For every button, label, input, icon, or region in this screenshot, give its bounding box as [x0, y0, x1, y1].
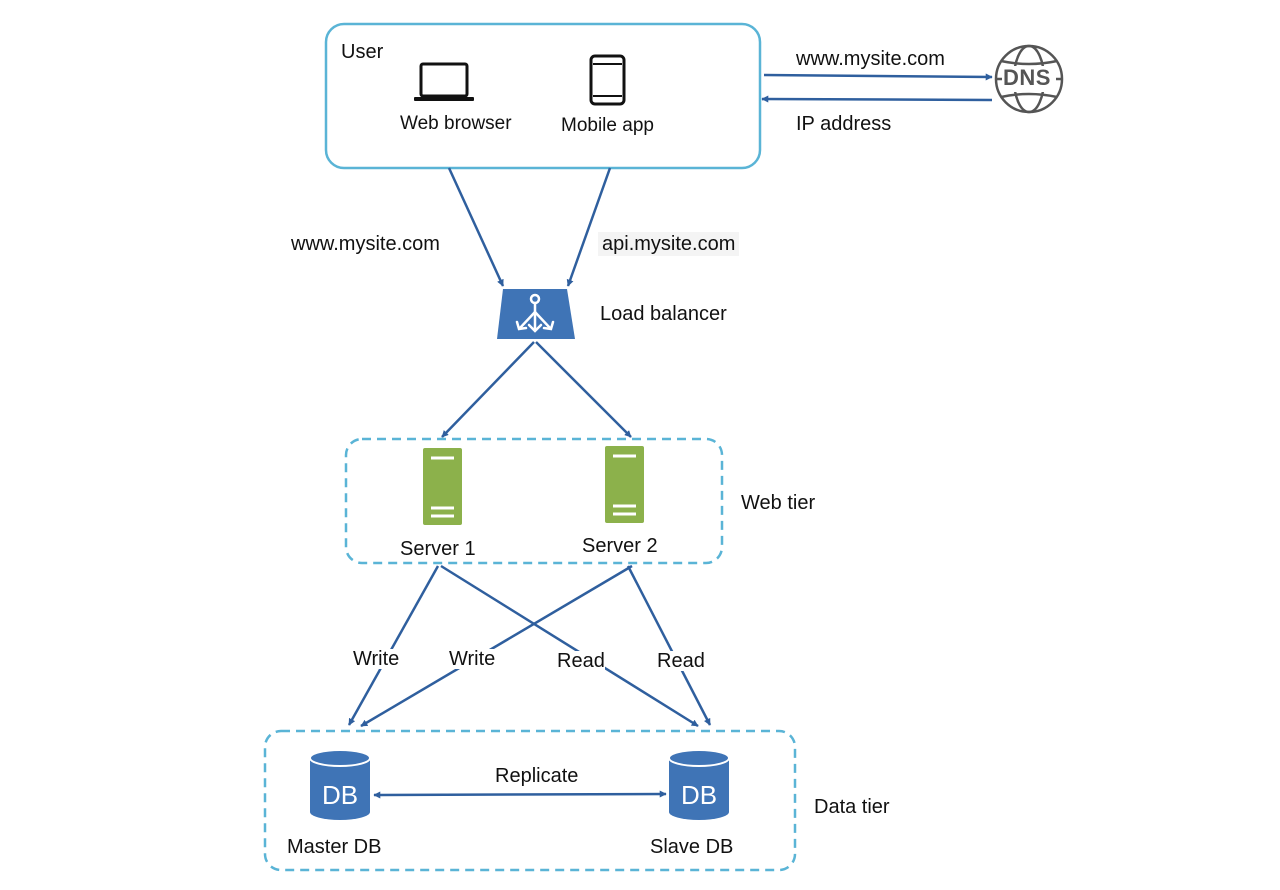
master-db-icon-text: DB: [322, 780, 358, 810]
api-to-lb-arrow: [566, 167, 612, 287]
user-box-title: User: [341, 41, 384, 63]
dns-request-arrow: [763, 73, 993, 81]
server2-write-arrow: [360, 564, 633, 728]
read-label-1: Read: [557, 650, 605, 672]
replicate-arrow: [373, 790, 667, 799]
data-tier-label: Data tier: [814, 796, 890, 818]
web-to-lb-arrow: [447, 167, 505, 287]
server1-write-arrow: [347, 565, 440, 726]
data-tier-box: [263, 729, 797, 872]
server-1-label: Server 1: [400, 538, 476, 560]
web-entry-label: www.mysite.com: [291, 233, 440, 255]
replicate-label: Replicate: [495, 765, 579, 787]
master-db-label: Master DB: [287, 836, 382, 858]
slave-db-icon-text: DB: [681, 780, 717, 810]
server-1-icon: [423, 448, 462, 525]
lb-to-server1-arrow: [441, 341, 535, 438]
dns-response-label: IP address: [796, 113, 892, 135]
write-label-2: Write: [449, 648, 496, 670]
user-box: [324, 22, 762, 170]
dns-request-label: www.mysite.com: [796, 48, 945, 70]
web-tier-label: Web tier: [741, 492, 816, 514]
dns-response-arrow: [761, 95, 993, 103]
api-entry-label: api.mysite.com: [598, 232, 740, 256]
dns-globe-icon: [994, 44, 1064, 114]
slave-db-label: Slave DB: [650, 836, 734, 858]
laptop-icon: [414, 62, 474, 101]
load-balancer-icon: [497, 289, 575, 339]
write-label-1: Write: [353, 648, 400, 670]
master-db-icon: DB: [309, 749, 371, 820]
server2-read-arrow: [626, 565, 712, 726]
mobile-app-label: Mobile app: [561, 115, 654, 136]
web-tier-box: [344, 437, 724, 565]
dns-label: DNS: [1003, 65, 1051, 90]
server-2-label: Server 2: [582, 535, 658, 557]
lb-to-server2-arrow: [535, 341, 632, 438]
read-label-2: Read: [657, 650, 705, 672]
server1-read-arrow: [440, 564, 699, 728]
server-2-icon: [605, 446, 644, 523]
web-browser-label: Web browser: [400, 113, 512, 134]
mobile-phone-icon: [589, 54, 626, 106]
slave-db-icon: DB: [668, 749, 730, 820]
load-balancer-label: Load balancer: [600, 303, 727, 325]
